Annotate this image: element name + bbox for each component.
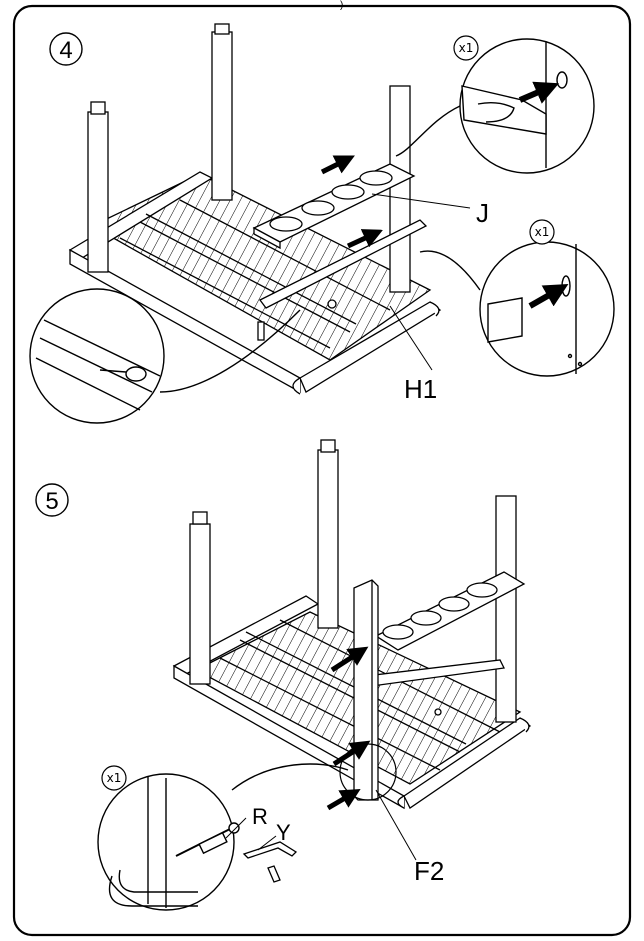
leg-back-left bbox=[317, 449, 339, 629]
part-label-H1: H1 bbox=[404, 374, 437, 404]
detail-multiplier-badge bbox=[453, 35, 479, 61]
leg-front-left bbox=[189, 523, 211, 685]
detail-multiplier-badge bbox=[529, 219, 555, 245]
detail-multiplier-label: x1 bbox=[459, 41, 474, 55]
leg-front-left bbox=[87, 111, 109, 273]
leg-back-right bbox=[495, 495, 517, 723]
post-F2 bbox=[353, 579, 379, 801]
table-assembly-step-5 bbox=[172, 439, 532, 810]
table-assembly-step-4 bbox=[68, 23, 442, 395]
leader-J bbox=[371, 193, 471, 209]
detail-multiplier-badge bbox=[101, 765, 127, 791]
detail-circle-step-4-left bbox=[29, 288, 301, 424]
bolt-R-icon bbox=[175, 822, 240, 857]
step-4-number: 4 bbox=[59, 37, 72, 64]
step-5-number-circle bbox=[35, 483, 69, 517]
leader-F2 bbox=[375, 789, 417, 861]
header-fragment: ) bbox=[340, 0, 343, 11]
leader-R bbox=[225, 817, 247, 839]
part-label-R: R bbox=[252, 804, 268, 829]
part-label-J: J bbox=[476, 198, 489, 228]
leader-H1 bbox=[389, 305, 433, 371]
detail-focus-ring bbox=[339, 743, 397, 801]
detail-multiplier-label: x1 bbox=[535, 225, 550, 239]
hex-key-Y-icon bbox=[242, 841, 298, 883]
detail-circle-step-5 bbox=[97, 763, 349, 911]
step-4: 4 bbox=[29, 23, 615, 424]
step-5-number: 5 bbox=[45, 488, 58, 515]
insert-arrows-step-4 bbox=[320, 155, 384, 249]
detail-circle-step-4-right bbox=[419, 241, 615, 377]
leg-right bbox=[389, 85, 411, 293]
part-label-Y: Y bbox=[276, 820, 291, 845]
leader-Y bbox=[257, 835, 277, 851]
step-5: 5 bbox=[35, 439, 532, 911]
insert-arrows-step-5 bbox=[326, 646, 371, 811]
leg-back-left bbox=[211, 31, 233, 201]
detail-multiplier-label: x1 bbox=[107, 771, 122, 785]
step-4-number-circle bbox=[49, 32, 83, 66]
detail-circle-step-4-top bbox=[395, 38, 595, 174]
part-label-F2: F2 bbox=[414, 856, 444, 886]
